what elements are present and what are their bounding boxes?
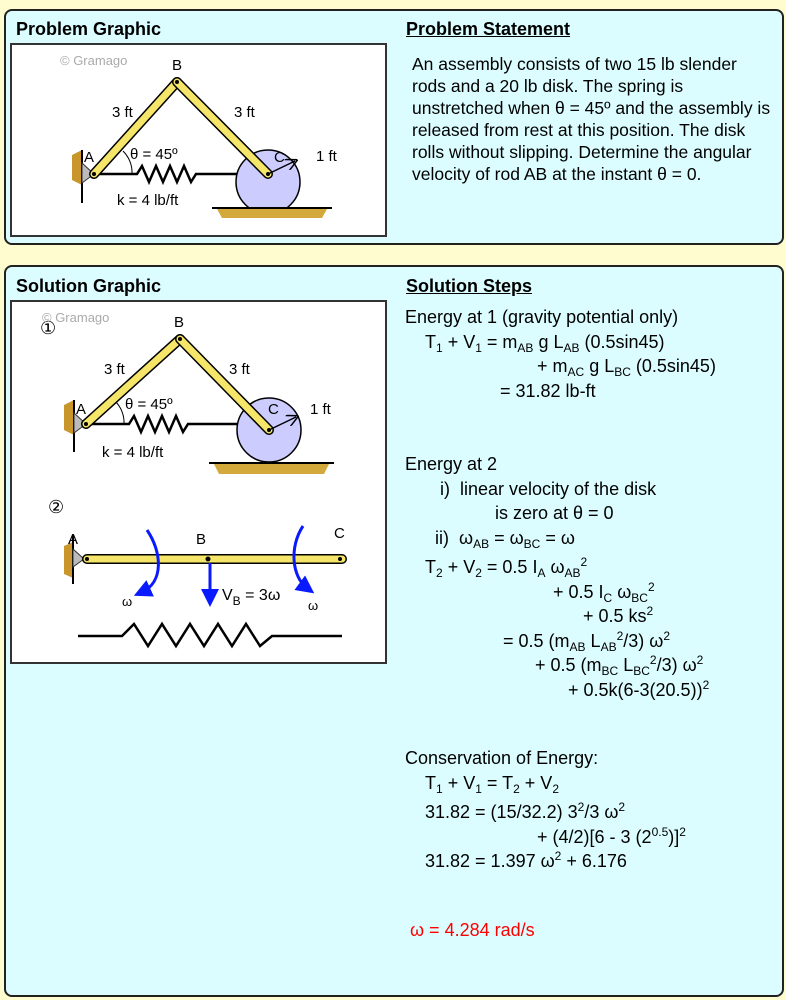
svg-text:1 ft: 1 ft bbox=[310, 401, 332, 418]
omega-arrow-right bbox=[292, 525, 315, 594]
vb-label: VB = 3ω bbox=[222, 587, 280, 608]
svg-text:1 ft: 1 ft bbox=[316, 148, 338, 165]
solution-steps: Energy at 1 (gravity potential only) T1 +… bbox=[405, 305, 716, 942]
problem-statement-title: Problem Statement bbox=[406, 19, 571, 39]
svg-text:3 ft: 3 ft bbox=[234, 104, 256, 121]
solution-step-line: 31.82 = (15/32.2) 32/3 ω2 bbox=[425, 800, 626, 822]
solution-step-line: ω = 4.284 rad/s bbox=[410, 919, 535, 940]
svg-text:C: C bbox=[274, 149, 285, 166]
omega-arrow-left bbox=[133, 529, 160, 597]
svg-text:θ = 45º: θ = 45º bbox=[125, 396, 173, 413]
problem-graphic-title: Problem Graphic bbox=[16, 19, 162, 39]
svg-text:B: B bbox=[174, 314, 184, 331]
solution-step-line: + (4/2)[6 - 3 (20.5)]2 bbox=[537, 824, 686, 847]
solution-steps-title: Solution Steps bbox=[406, 276, 532, 296]
svg-text:A: A bbox=[68, 531, 78, 548]
solution-step-line: i) linear velocity of the disk bbox=[440, 478, 657, 499]
solution-step-line: = 31.82 lb-ft bbox=[500, 380, 596, 401]
solution-step-line: + 0.5 IC ωBC2 bbox=[553, 579, 655, 605]
solution-step-line: Conservation of Energy: bbox=[405, 748, 599, 768]
svg-text:B: B bbox=[172, 57, 182, 74]
svg-text:k = 4 lb/ft: k = 4 lb/ft bbox=[102, 444, 164, 461]
solution-step-line: Energy at 2 bbox=[405, 454, 498, 474]
solution-step-line: + 0.5k(6-3(20.5))2 bbox=[568, 677, 710, 700]
rod-ab bbox=[90, 78, 181, 178]
solution-step-line: 31.82 = 1.397 ω2 + 6.176 bbox=[425, 849, 627, 871]
watermark: © Gramago bbox=[60, 53, 127, 68]
pin-support-icon bbox=[81, 161, 95, 184]
solution-step-line bbox=[405, 697, 716, 722]
solution-step-line: Energy at 1 (gravity potential only) bbox=[405, 307, 679, 327]
solution-diagrams: ① © Gramago A B C 3 ft 3 ft 1 ft θ = 45º… bbox=[40, 310, 347, 649]
problem-graphic: © Gramago A B C 3 ft 3 ft 1 ft θ = 45º k… bbox=[10, 43, 387, 237]
solution-step-line: ii) ωAB = ωBC = ω bbox=[435, 527, 575, 551]
solution-step-line: T1 + V1 = T2 + V2 bbox=[425, 772, 559, 796]
svg-text:ω: ω bbox=[122, 594, 132, 609]
solution-step-line: + 0.5 (mBC LBC2/3) ω2 bbox=[535, 653, 704, 678]
svg-text:①: ① bbox=[40, 318, 56, 338]
disk bbox=[235, 149, 301, 215]
linkage-diagram-1: © Gramago A B C 3 ft 3 ft 1 ft θ = 45º k… bbox=[60, 53, 338, 218]
solution-step-line: is zero at θ = 0 bbox=[495, 503, 614, 523]
problem-statement: An assembly consists of two 15 lb slende… bbox=[412, 54, 771, 184]
solution-graphic: ① © Gramago A B C 3 ft 3 ft 1 ft θ = 45º… bbox=[10, 300, 387, 664]
svg-text:3 ft: 3 ft bbox=[229, 361, 251, 378]
svg-text:ω: ω bbox=[308, 598, 318, 613]
svg-text:3 ft: 3 ft bbox=[112, 104, 134, 121]
svg-text:C: C bbox=[268, 401, 279, 418]
svg-text:© Gramago: © Gramago bbox=[42, 310, 109, 325]
solution-graphic-title: Solution Graphic bbox=[16, 276, 162, 296]
svg-text:②: ② bbox=[48, 497, 64, 517]
svg-text:B: B bbox=[196, 531, 206, 548]
svg-text:k = 4 lb/ft: k = 4 lb/ft bbox=[117, 192, 179, 209]
solution-step-line: = 0.5 (mAB LAB2/3) ω2 bbox=[503, 628, 671, 654]
svg-text:A: A bbox=[84, 149, 94, 166]
wall-icon bbox=[72, 150, 82, 185]
spring-stretched bbox=[78, 621, 342, 649]
solution-step-line bbox=[405, 722, 716, 747]
solution-step-line: + 0.5 ks2 bbox=[583, 604, 654, 626]
spring bbox=[94, 162, 272, 186]
solution-step-line: T1 + V1 = mAB g LAB (0.5sin45) bbox=[425, 331, 665, 355]
solution-step-line bbox=[405, 403, 716, 428]
solution-step-line bbox=[405, 893, 716, 918]
svg-text:3 ft: 3 ft bbox=[104, 361, 126, 378]
rod-bc bbox=[173, 78, 272, 178]
solution-step-line: + mAC g LBC (0.5sin45) bbox=[537, 356, 716, 379]
solution-step-line bbox=[405, 869, 716, 894]
svg-text:A: A bbox=[76, 401, 86, 418]
solution-step-line: T2 + V2 = 0.5 IA ωAB2 bbox=[425, 555, 588, 580]
svg-text:θ = 45º: θ = 45º bbox=[130, 146, 178, 163]
svg-text:C: C bbox=[334, 525, 345, 542]
ground bbox=[217, 209, 327, 218]
solution-step-line bbox=[405, 428, 716, 453]
